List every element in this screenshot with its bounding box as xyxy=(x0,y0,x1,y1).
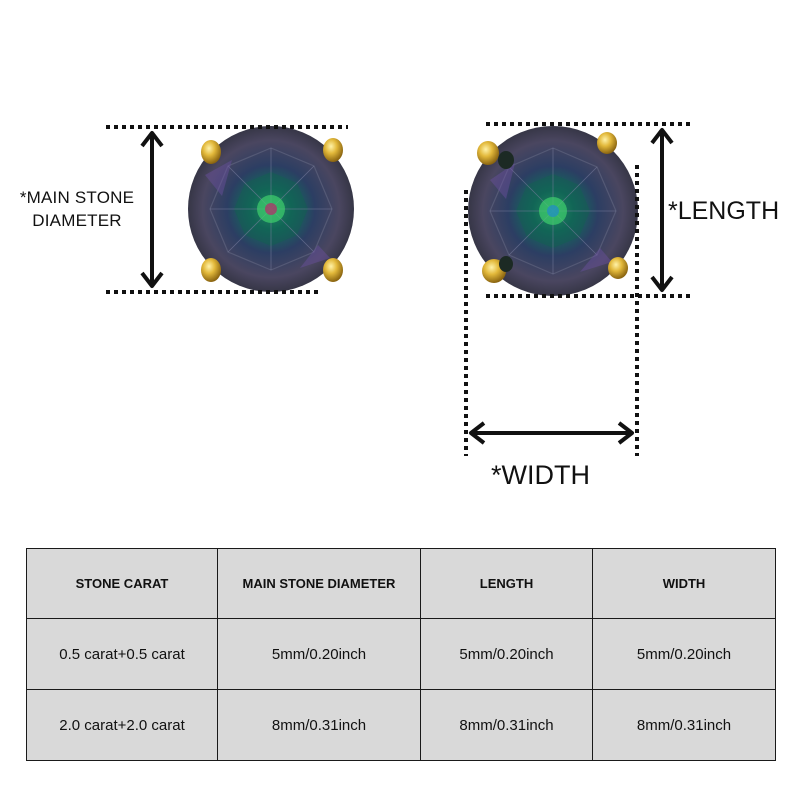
width-label: *WIDTH xyxy=(491,460,590,490)
stone-front-view-illustration xyxy=(188,126,354,292)
cell-stone-carat: 0.5 carat+0.5 carat xyxy=(26,618,218,690)
length-dimension xyxy=(486,122,690,298)
cell-length: 8mm/0.31inch xyxy=(420,689,593,761)
header-main-stone-diameter: MAIN STONE DIAMETER xyxy=(217,548,421,619)
main-stone-diameter-label: *MAIN STONE DIAMETER xyxy=(19,188,135,230)
cell-stone-carat: 2.0 carat+2.0 carat xyxy=(26,689,218,761)
cell-width: 5mm/0.20inch xyxy=(592,618,776,690)
earring-illustration xyxy=(106,122,690,456)
cell-length: 5mm/0.20inch xyxy=(420,618,593,690)
dimension-arrow-icon xyxy=(650,128,674,292)
cell-main-stone-diameter: 8mm/0.31inch xyxy=(217,689,421,761)
cell-main-stone-diameter: 5mm/0.20inch xyxy=(217,618,421,690)
dimension-arrow-icon xyxy=(140,131,164,288)
table-header-row: STONE CARAT MAIN STONE DIAMETER LENGTH W… xyxy=(26,548,776,619)
width-dimension xyxy=(464,165,639,456)
stone-angled-view-illustration xyxy=(468,126,638,296)
length-label: *LENGTH xyxy=(668,197,780,225)
cell-width: 8mm/0.31inch xyxy=(592,689,776,761)
table-row: 0.5 carat+0.5 carat 5mm/0.20inch 5mm/0.2… xyxy=(26,618,776,690)
dimension-arrow-icon xyxy=(469,421,634,445)
table-row: 2.0 carat+2.0 carat 8mm/0.31inch 8mm/0.3… xyxy=(26,689,776,761)
header-length: LENGTH xyxy=(420,548,593,619)
header-stone-carat: STONE CARAT xyxy=(26,548,218,619)
header-width: WIDTH xyxy=(592,548,776,619)
size-spec-table: STONE CARAT MAIN STONE DIAMETER LENGTH W… xyxy=(26,548,776,761)
main-stone-diameter-dimension xyxy=(106,125,348,294)
